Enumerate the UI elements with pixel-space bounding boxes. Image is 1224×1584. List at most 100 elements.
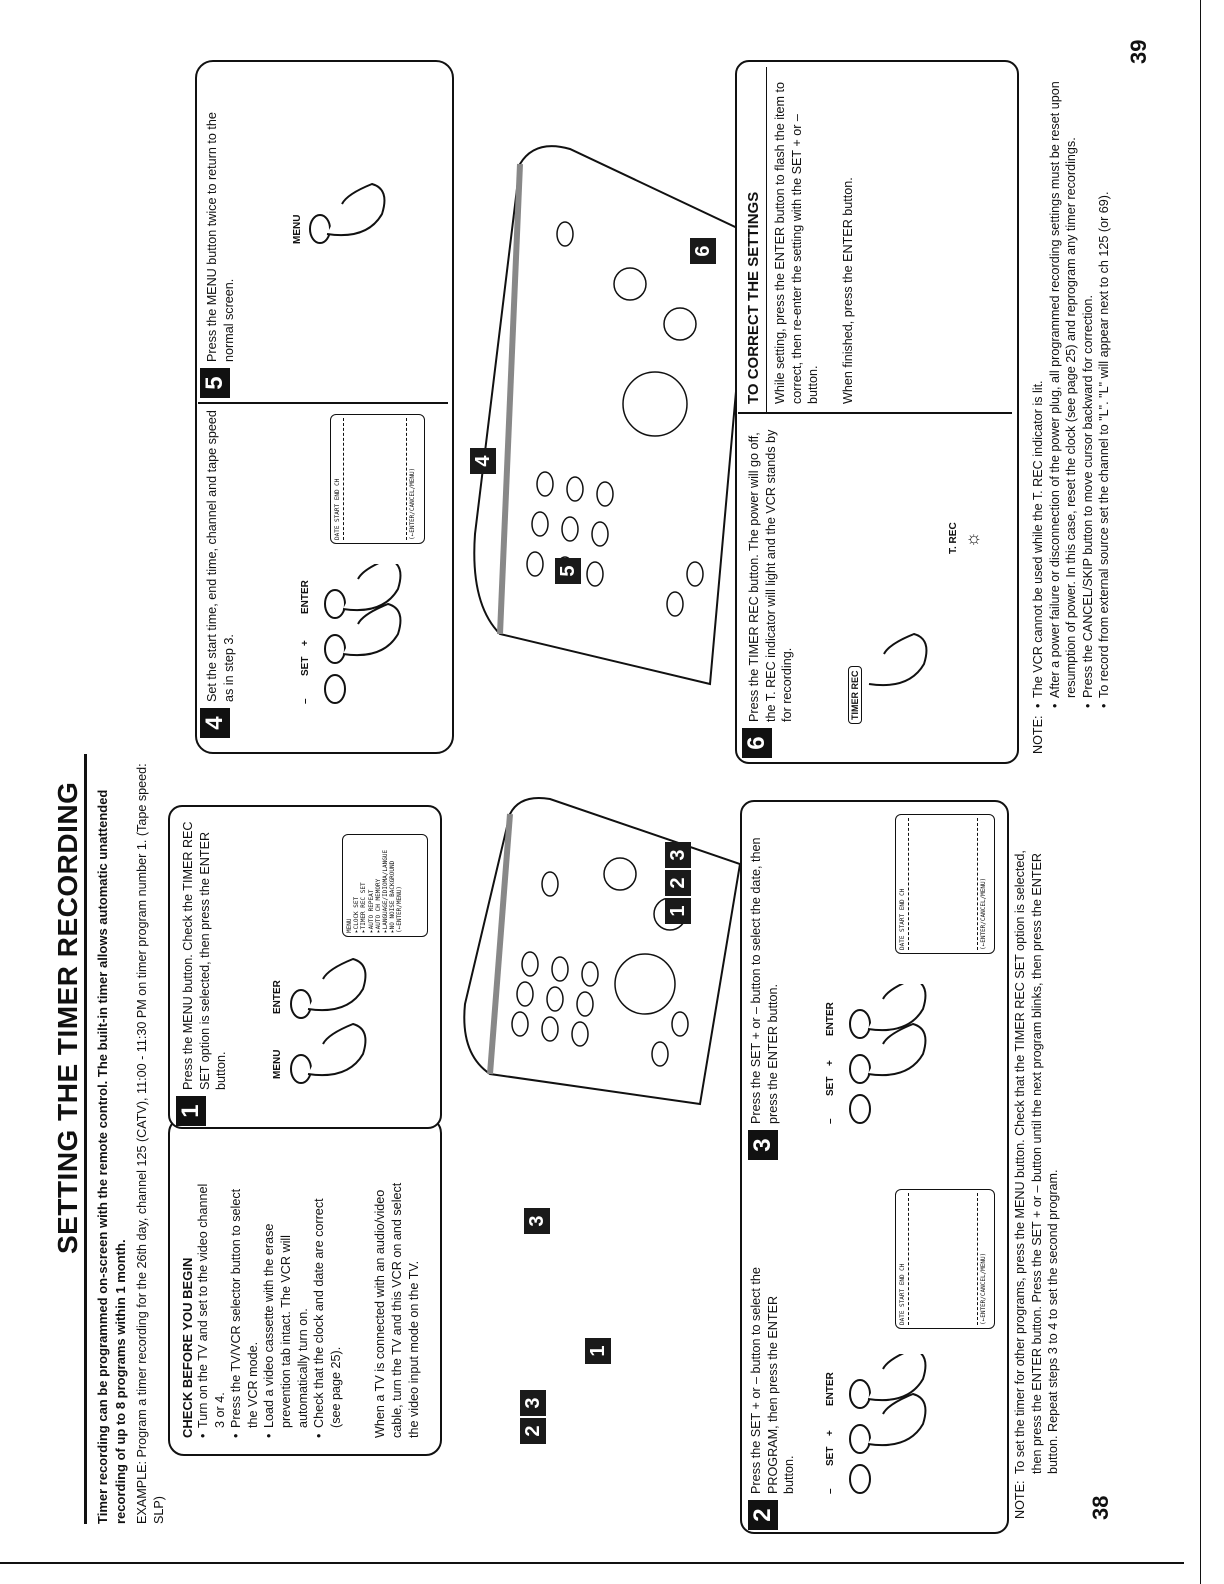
callout-6: 6: [690, 238, 716, 264]
step2-text: Press the SET + or – button to select th…: [749, 1267, 797, 1494]
check-item: Press the TV/VCR selector button to sele…: [228, 1178, 261, 1428]
step5-text: Press the MENU button twice to return to…: [205, 112, 236, 362]
callout-num: 3: [667, 849, 689, 861]
note-item: The VCR cannot be used while the T. REC …: [1030, 58, 1047, 698]
check-item: Check that the clock and date are correc…: [311, 1178, 344, 1428]
set-label-3: SET: [825, 1076, 836, 1096]
timer-screen-start-end: DATE START END CH (←ENTER/CANCEL/MENU): [330, 414, 425, 544]
step6-number: 6: [742, 728, 772, 758]
enter-label-4: ENTER: [300, 580, 311, 614]
timer-screen-header: DATE START END CH: [899, 888, 906, 950]
enter-label-3: ENTER: [825, 1002, 836, 1036]
timer-screen-footer: (←ENTER/CANCEL/MENU): [409, 467, 417, 540]
menu-screen-title: MENU: [346, 918, 353, 933]
note-item: After a power failure or disconnection o…: [1047, 58, 1080, 698]
timer-screen-program: DATE START END CH (←ENTER/CANCEL/MENU): [895, 1189, 995, 1329]
set-plus-label-4: +: [300, 640, 311, 646]
hand-press-menu-enter-icon: [290, 957, 367, 1084]
callout-23: 2 3: [520, 1390, 546, 1444]
callout-num: 1: [665, 896, 691, 924]
timer-screen-footer: (←ENTER/CANCEL/MENU): [980, 877, 988, 950]
set-minus-label-3: –: [825, 1118, 836, 1124]
set-plus-label-3: +: [825, 1060, 836, 1066]
intro-text: Timer recording can be programmed on-scr…: [95, 789, 128, 1524]
menu-screen-footer: (←ENTER/MENU): [396, 886, 404, 933]
check-before-note: When a TV is connected with an audio/vid…: [373, 1182, 421, 1438]
set-plus-label: +: [825, 1430, 836, 1436]
example-text: EXAMPLE: Program a timer recording for t…: [135, 763, 166, 1524]
timer-screen-date: DATE START END CH (←ENTER/CANCEL/MENU): [895, 814, 995, 954]
t-rec-light-icon: ☼: [962, 531, 982, 549]
enter-label-2: ENTER: [825, 1372, 836, 1406]
step4-text: Set the start time, end time, channel an…: [205, 410, 236, 702]
step2-number: 2: [748, 1500, 778, 1530]
t-rec-indicator-label: T. REC: [948, 522, 959, 554]
page-number-right: 39: [1126, 39, 1151, 64]
page-number-left: 38: [1088, 1495, 1113, 1520]
step3-number: 3: [748, 1130, 778, 1160]
hand-press-timer-rec-icon: [868, 632, 928, 687]
set-minus-label-4: –: [300, 698, 311, 704]
callout-num: 3: [522, 1397, 544, 1409]
set-label-4: SET: [300, 656, 311, 676]
note-right-label: NOTE:: [1031, 715, 1045, 754]
callout-num: 2: [665, 868, 691, 896]
menu-screen-item: ▸TIMER REC SET: [360, 882, 368, 933]
menu-screen-item: ▸NO NOISE BACKGROUND: [389, 860, 397, 933]
note-right-list: The VCR cannot be used while the T. REC …: [1030, 58, 1113, 708]
menu-screen-item: ▸CLOCK SET: [353, 896, 361, 933]
step3-text: Press the SET + or – button to select th…: [749, 837, 780, 1124]
set-minus-label: –: [825, 1488, 836, 1494]
step6-text: Press the TIMER REC button. The power wi…: [747, 429, 795, 722]
title-rule: [84, 754, 87, 1524]
note-left-text: To set the timer for other programs, pre…: [1013, 850, 1061, 1474]
note-item: Press the CANCEL/SKIP button to move cur…: [1080, 58, 1097, 698]
callout-1: 1: [585, 1338, 611, 1364]
step5-number: 5: [200, 368, 230, 398]
enter-label: ENTER: [272, 980, 283, 1014]
step4-5-divider: [198, 402, 448, 404]
check-before-panel: CHECK BEFORE YOU BEGIN Turn on the TV an…: [180, 1178, 422, 1438]
timer-screen-footer: (←ENTER/CANCEL/MENU): [980, 1252, 988, 1325]
step6-divider: [738, 412, 1012, 414]
hand-press-menu-icon: [309, 182, 386, 244]
note-left-label: NOTE:: [1013, 1480, 1027, 1519]
correct-rule: [766, 67, 767, 412]
timer-screen-header: DATE START END CH: [334, 478, 341, 540]
set-label: SET: [825, 1446, 836, 1466]
check-item: Load a video cassette with the erase pre…: [261, 1178, 311, 1428]
callout-num: 3: [526, 1215, 548, 1227]
page-title: SETTING THE TIMER RECORDING: [52, 781, 83, 1254]
callout-4: 4: [470, 448, 496, 474]
bottom-edge-line: [0, 1562, 1184, 1564]
callout-num: 6: [692, 245, 714, 257]
menu-screen: MENU ▸CLOCK SET ▸TIMER REC SET ▸AUTO REP…: [342, 834, 428, 937]
callout-3: 3: [524, 1208, 550, 1234]
check-before-list: Turn on the TV and set to the video chan…: [195, 1178, 344, 1438]
correct-text-2: When finished, press the ENTER button.: [841, 177, 855, 404]
callout-num: 1: [587, 1345, 609, 1357]
callout-num: 5: [557, 565, 579, 577]
check-before-heading: CHECK BEFORE YOU BEGIN: [180, 1257, 195, 1438]
step4-number: 4: [200, 708, 230, 738]
check-item: Turn on the TV and set to the video chan…: [195, 1178, 228, 1428]
hand-press-set-enter-icon-2: [849, 984, 927, 1124]
timer-screen-header: DATE START END CH: [899, 1263, 906, 1325]
menu-screen-item: ▸LANGUAGE/IDIOMA/LANGUE: [381, 849, 389, 933]
callout-num: 4: [472, 455, 494, 467]
menu-label: MENU: [272, 1049, 283, 1079]
menu-screen-item: ▸AUTO REPEAT: [367, 889, 375, 933]
callout-num: 2: [520, 1416, 546, 1444]
step1-number: 1: [176, 1096, 206, 1126]
right-edge-line: [1200, 0, 1201, 1584]
timer-rec-button[interactable]: TIMER REC: [848, 666, 862, 724]
correct-text-1: While setting, press the ENTER button to…: [773, 82, 821, 404]
note-item: To record from external source set the c…: [1096, 58, 1113, 699]
step1-text: Press the MENU button. Check the TIMER R…: [181, 821, 229, 1090]
callout-5: 5: [555, 558, 581, 584]
menu-label-5: MENU: [292, 214, 303, 244]
callout-123: 1 2 3: [665, 842, 691, 924]
remote-control-left-icon: [463, 797, 742, 1106]
menu-screen-item: ▸AUTO CH MEMORY: [374, 878, 382, 933]
